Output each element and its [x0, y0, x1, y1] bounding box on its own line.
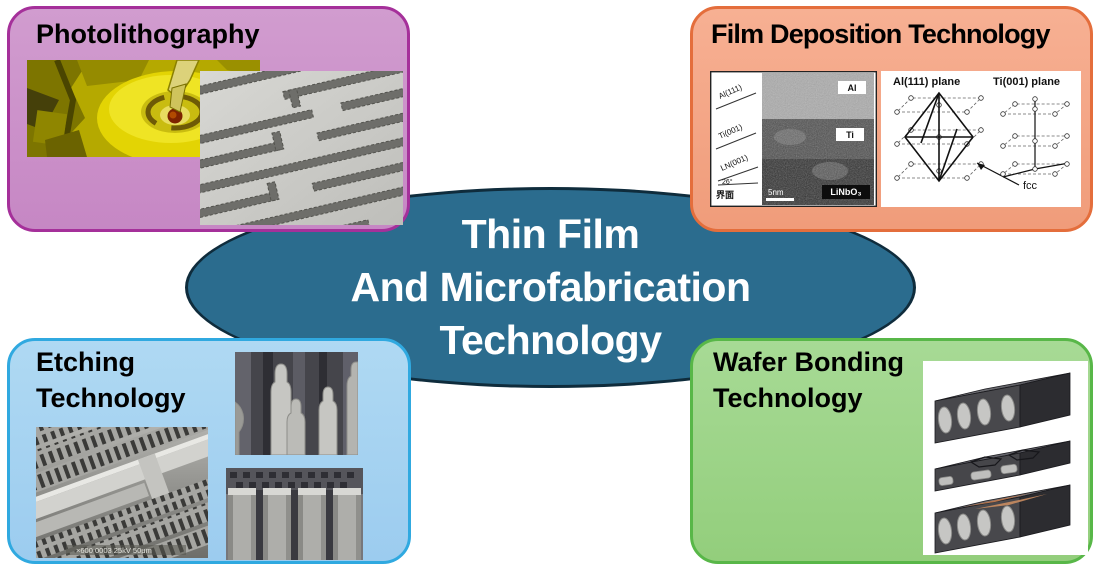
- resist-coating-photo: [27, 60, 260, 157]
- film-deposition-box: Film Deposition Technology Al(111) Ti(00…: [690, 6, 1093, 232]
- center-title-line-1: Thin Film: [461, 211, 640, 257]
- film-deposition-title: Film Deposition Technology: [711, 19, 1051, 49]
- tem-layer-al: Al: [848, 83, 857, 93]
- wafer-stack-image: [923, 361, 1088, 555]
- tem-cross-section-image: Al(111) Ti(001) LN(001) 26° 界面 5nm Al Ti…: [710, 71, 877, 207]
- photolithography-box: Photolithography: [7, 6, 410, 232]
- etching-title-line-1: Etching: [36, 347, 135, 377]
- al-plane-title: Al(111) plane: [893, 76, 960, 88]
- photolithography-title: Photolithography: [36, 19, 260, 49]
- etching-box: Etching Technology: [7, 338, 411, 564]
- tem-scale-label: 5nm: [768, 188, 784, 197]
- tem-angle-label: 26°: [722, 178, 733, 186]
- pillar-array-sem-image: [226, 468, 363, 560]
- tem-layer-linbo3: LiNbO₃: [830, 187, 861, 197]
- crystal-structure-diagram: Al(111) plane Ti(001) plane: [881, 71, 1081, 207]
- resist-lines-sem-image: [200, 71, 403, 225]
- etching-title-line-2: Technology: [36, 383, 186, 413]
- wafer-bonding-title-line-2: Technology: [713, 383, 863, 413]
- tem-interface-label: 界面: [716, 190, 734, 200]
- ti-plane-title: Ti(001) plane: [993, 76, 1060, 88]
- tem-layer-ti: Ti: [846, 130, 854, 140]
- mushroom-pillars-sem-image: [235, 352, 358, 455]
- sem-caption: ×600 0003 25kV 50μm: [76, 546, 152, 555]
- center-title-line-3: Technology: [439, 317, 662, 363]
- wafer-bonding-box: Wafer Bonding Technology: [690, 338, 1093, 564]
- comb-structure-sem-image: ×600 0003 25kV 50μm: [36, 427, 208, 558]
- center-title-line-2: And Microfabrication: [350, 264, 751, 310]
- fcc-label: fcc: [1023, 180, 1038, 192]
- wafer-bonding-title-line-1: Wafer Bonding: [713, 347, 904, 377]
